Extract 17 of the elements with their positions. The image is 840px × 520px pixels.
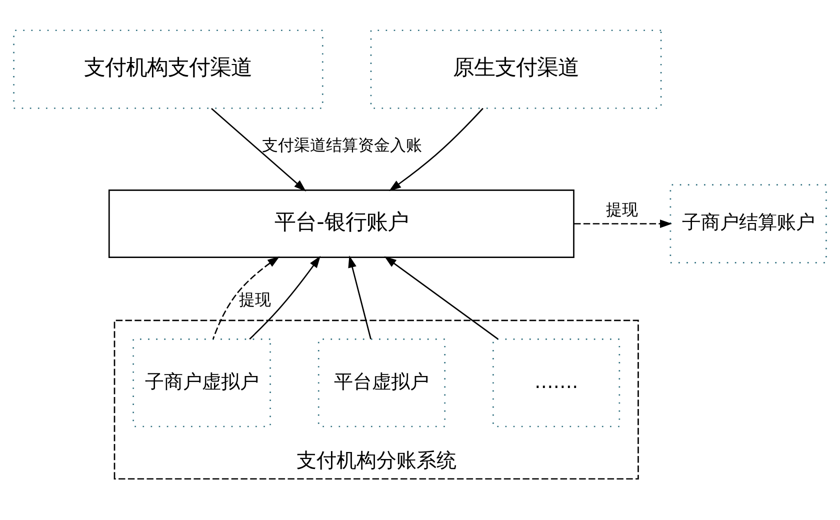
node-box: 原生支付渠道 (370, 30, 662, 109)
arrow (212, 256, 280, 340)
edge-label: 提现 (606, 200, 638, 220)
node-box: 支付机构支付渠道 (13, 30, 324, 109)
edge-label: 提现 (238, 290, 271, 310)
edge-label: 支付渠道结算资金入账 (262, 136, 422, 155)
node-box: 子商户虚拟户 (132, 338, 271, 428)
arrow (384, 256, 498, 340)
arrow (249, 256, 321, 340)
node-box: ……. (492, 338, 620, 428)
arrow (388, 108, 484, 192)
arrow (211, 108, 306, 192)
node-box: 平台-银行账户 (108, 190, 574, 258)
node-box: 子商户结算账户 (670, 184, 827, 264)
node-box: 平台虚拟户 (318, 338, 446, 428)
arrow (348, 256, 372, 340)
arrow (574, 220, 672, 228)
